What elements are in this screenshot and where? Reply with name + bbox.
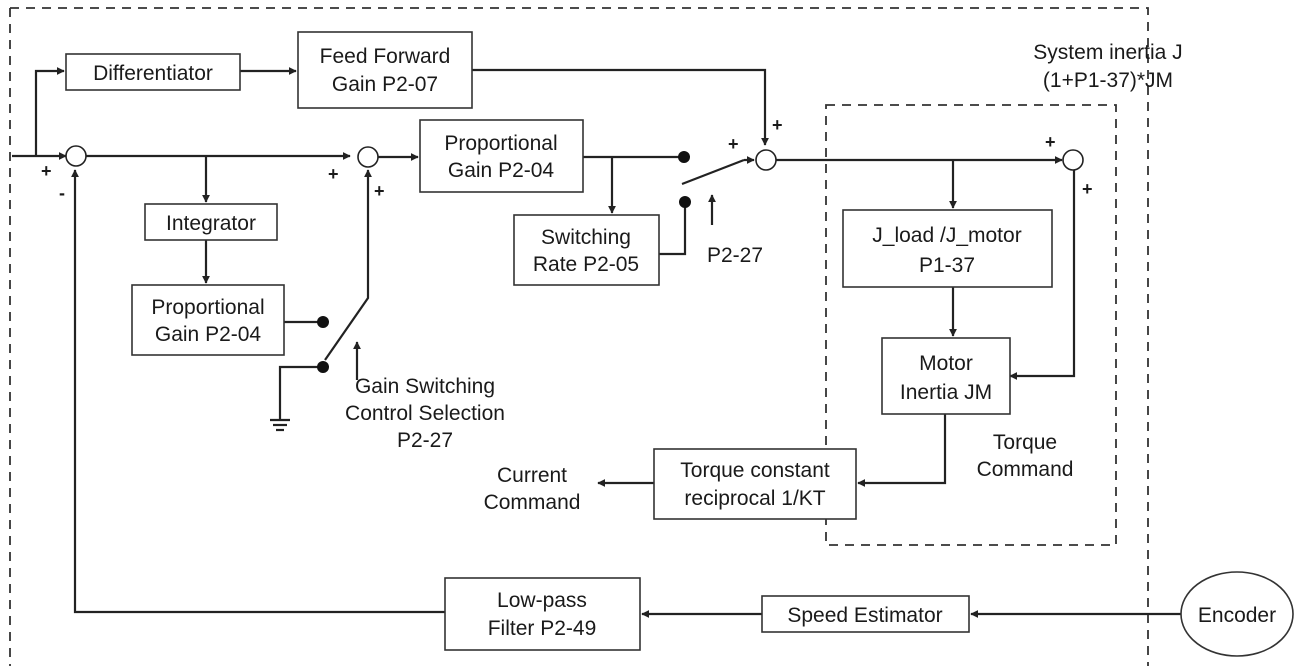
differentiator-block: Differentiator	[65, 53, 241, 91]
switch-contact-bottom-right	[679, 196, 691, 208]
gain-switching-line2: Control Selection	[345, 402, 505, 425]
speed-estimator-block: Speed Estimator	[761, 595, 970, 633]
summing-junction-3	[755, 149, 777, 171]
torque-command-line2: Command	[977, 458, 1074, 481]
jload-line2: P1-37	[919, 254, 975, 277]
torque-command-line1: Torque	[993, 431, 1057, 454]
low-pass-line2: Filter P2-49	[488, 617, 597, 640]
proportional-int-line1: Proportional	[151, 296, 264, 319]
feed-forward-block: Feed Forward Gain P2-07	[297, 31, 473, 109]
switch-contact-top-left	[317, 316, 329, 328]
gain-switching-line3: P2-27	[397, 429, 453, 452]
feed-forward-line1: Feed Forward	[320, 45, 451, 68]
proportional-gain-integral-block: Proportional Gain P2-04	[131, 284, 285, 356]
torque-constant-block: Torque constant reciprocal 1/KT	[653, 448, 857, 520]
line-to-differentiator	[34, 67, 65, 156]
sign-sum3-feedforward: +	[772, 115, 783, 135]
sign-sum4-output: +	[1082, 179, 1093, 199]
line-feedback	[71, 169, 445, 614]
integrator-block: Integrator	[144, 203, 278, 241]
line-ff-to-sum3	[472, 68, 769, 146]
switch-contact-top-right	[678, 151, 690, 163]
low-pass-line1: Low-pass	[497, 589, 587, 612]
summing-junction-4	[1062, 149, 1084, 171]
proportional-main-line2: Gain P2-04	[448, 159, 555, 182]
summing-junction-2	[357, 146, 379, 168]
p2-27-label: P2-27	[707, 244, 763, 267]
motor-inertia-block: Motor Inertia JM	[881, 337, 1011, 415]
line-sum4-to-motor	[1009, 170, 1076, 380]
torque-constant-line2: reciprocal 1/KT	[684, 487, 825, 510]
motor-inertia-line2: Inertia JM	[900, 381, 992, 404]
proportional-int-line2: Gain P2-04	[155, 323, 262, 346]
switch-blade-right	[681, 158, 745, 186]
proportional-gain-block: Proportional Gain P2-04	[419, 119, 584, 193]
sign-sum2-integral: +	[374, 181, 385, 201]
switching-rate-line1: Switching	[541, 226, 631, 249]
torque-constant-line1: Torque constant	[680, 459, 830, 482]
sign-sum3-input: +	[728, 134, 739, 154]
ground-line	[278, 365, 320, 420]
switch-contact-bottom-left	[317, 361, 329, 373]
encoder-label: Encoder	[1198, 604, 1276, 627]
gain-switching-line1: Gain Switching	[355, 375, 495, 398]
summing-junction-1	[65, 145, 87, 167]
current-command-line1: Current	[497, 464, 567, 487]
sign-sum2-input: +	[328, 164, 339, 184]
sign-sum1-input: +	[41, 161, 52, 181]
system-inertia-line1: System inertia J	[1033, 41, 1182, 64]
sign-sum4-input: +	[1045, 132, 1056, 152]
integrator-label: Integrator	[166, 212, 256, 235]
system-inertia-boundary	[825, 104, 1117, 546]
jload-jmotor-block: J_load /J_motor P1-37	[842, 209, 1053, 288]
outer-boundary	[10, 7, 1149, 666]
low-pass-filter-block: Low-pass Filter P2-49	[444, 577, 641, 651]
feed-forward-line2: Gain P2-07	[332, 73, 438, 96]
jload-line1: J_load /J_motor	[872, 224, 1021, 247]
speed-estimator-label: Speed Estimator	[787, 604, 942, 627]
line-motor-to-torque	[857, 414, 947, 487]
switching-rate-line2: Rate P2-05	[533, 253, 639, 276]
proportional-main-line1: Proportional	[444, 132, 557, 155]
switch-blade-left	[324, 169, 372, 361]
line-rate-to-switch	[659, 205, 687, 256]
current-command-line2: Command	[484, 491, 581, 514]
switching-rate-block: Switching Rate P2-05	[513, 214, 660, 286]
system-inertia-line2: (1+P1-37)*JM	[1043, 69, 1173, 92]
sign-sum1-feedback: -	[59, 183, 65, 203]
encoder-block: Encoder	[1180, 571, 1294, 657]
differentiator-label: Differentiator	[93, 62, 213, 85]
motor-inertia-line1: Motor	[919, 352, 973, 375]
